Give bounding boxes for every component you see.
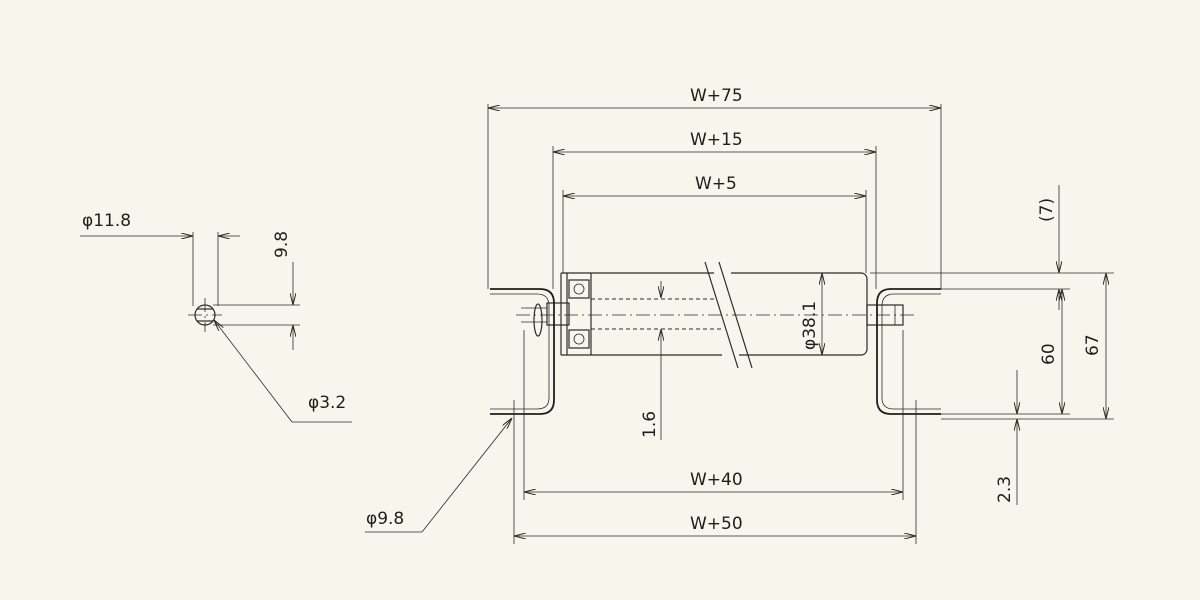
shaft-end-detail: φ11.8 9.8 φ3.2: [80, 211, 352, 423]
shaft-end-dim-lines: [80, 232, 352, 423]
shaft-end-len-label: 9.8: [272, 231, 292, 258]
dim-outer-w15: W+15: [690, 130, 743, 150]
pin-dia-label: φ3.2: [308, 393, 346, 413]
dim-height-60: 60: [1039, 343, 1059, 365]
dim-mount-w50: W+50: [690, 514, 743, 534]
dim-overall-w75: W+75: [690, 86, 743, 106]
dim-mount-w40: W+40: [690, 470, 743, 490]
dim-gap-7: (7): [1037, 198, 1057, 222]
bearing: [568, 279, 590, 349]
dim-offset-2-3: 2.3: [995, 476, 1015, 503]
shaft: [516, 298, 915, 337]
shaft-end-dia-label: φ11.8: [82, 211, 131, 231]
right-bracket: [876, 288, 941, 415]
dim-roller-dia: φ38.1: [800, 301, 820, 350]
dim-height-67: 67: [1083, 334, 1103, 356]
dim-roller-w5: W+5: [695, 174, 737, 194]
dim-hole-dia: φ9.8: [366, 509, 404, 529]
roller-assembly: [490, 261, 941, 428]
left-bracket: [490, 288, 555, 415]
dimension-lines: [365, 104, 1114, 544]
dim-wall-1-6: 1.6: [640, 411, 660, 438]
shaft-end-section: [188, 298, 222, 332]
